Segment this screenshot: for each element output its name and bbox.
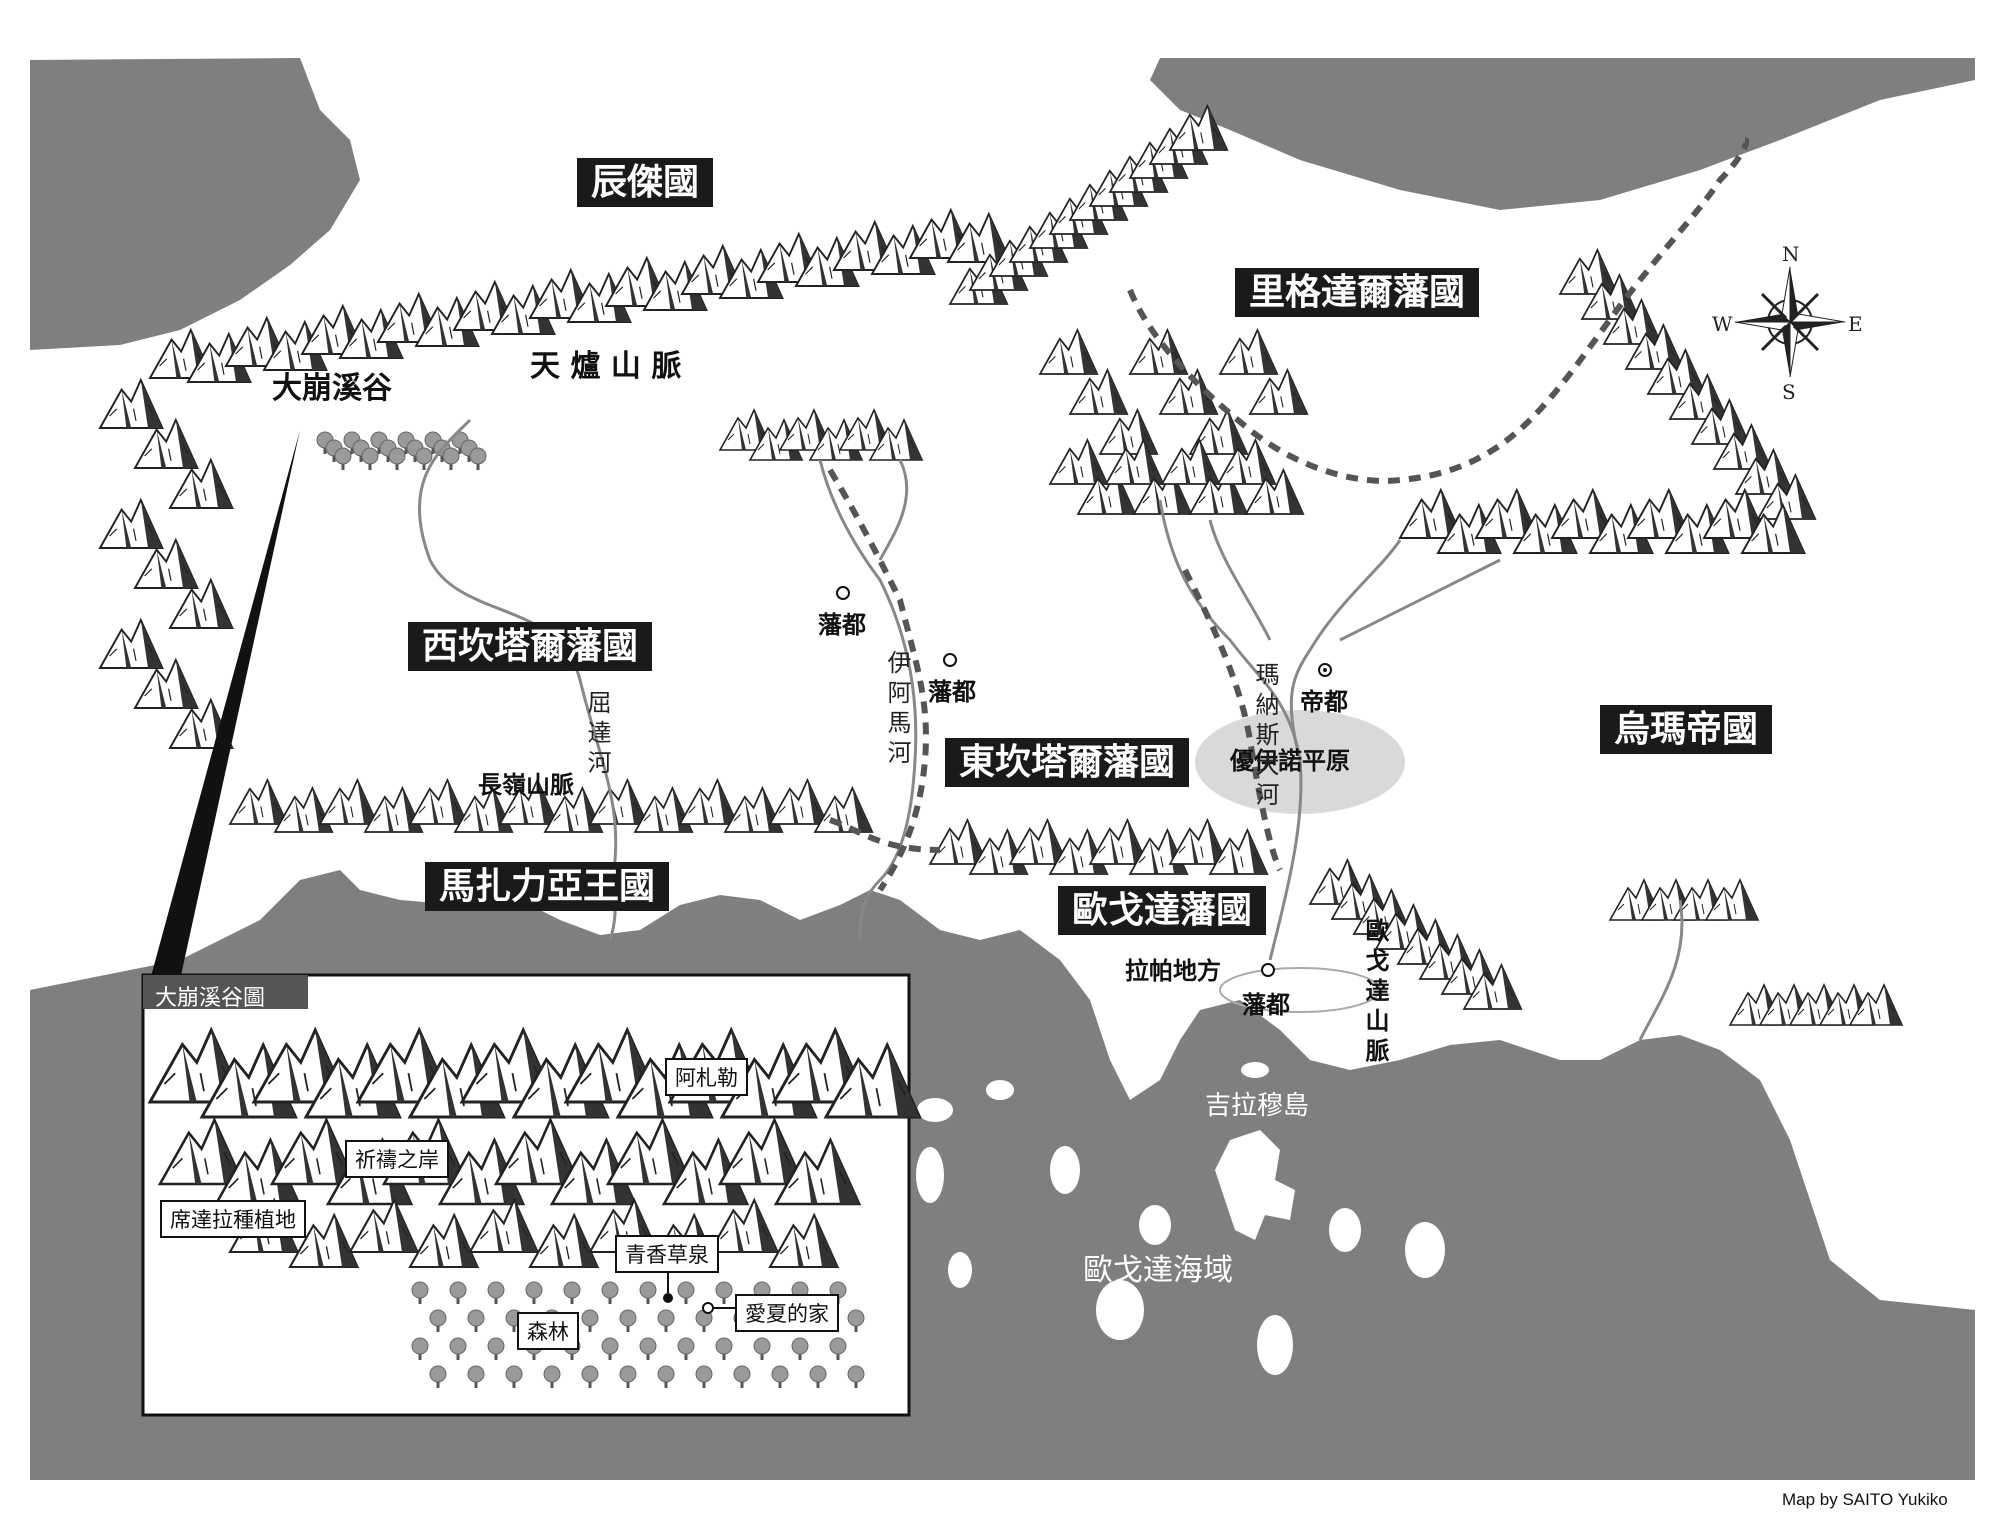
city-fan-capital-south: 藩都 [1242, 991, 1290, 1019]
tree [361, 447, 379, 471]
mountain-peak [1069, 369, 1129, 415]
mountain-peak [724, 787, 784, 833]
city-fan-capital-east: 藩都 [928, 678, 976, 706]
city-marker [943, 653, 957, 667]
compass-n: N [1782, 242, 1800, 266]
mountain-peak [1219, 329, 1279, 375]
mountain-peak [634, 787, 694, 833]
label-lapa-region: 拉帕地方 [1125, 956, 1221, 985]
tree [442, 447, 460, 471]
tree [388, 447, 406, 471]
forest-trees [316, 431, 487, 471]
label-dabeng-valley: 大崩溪谷 [272, 371, 392, 406]
mountain-peak [99, 379, 164, 429]
compass-s: S [1782, 380, 1796, 404]
region-chenjie: 辰傑國 [577, 158, 714, 208]
lapa-area [1219, 967, 1381, 1013]
mountain-peak [814, 787, 874, 833]
compass-rose [1734, 266, 1846, 378]
mountain-peak [274, 787, 334, 833]
compass-w: W [1712, 312, 1733, 336]
inset-label-qingxiang: 青香草泉 [615, 1235, 719, 1273]
mountain-peak [1039, 329, 1099, 375]
qingxiang-marker [663, 1293, 673, 1303]
mountain-ranges [99, 105, 1903, 1026]
mountain-peak [409, 779, 469, 825]
borders [827, 137, 1750, 892]
inset-label-xida: 席達拉種植地 [160, 1200, 306, 1238]
inset-label-aixia: 愛夏的家 [735, 1294, 839, 1332]
region-dongkanta: 東坎塔爾藩國 [945, 738, 1190, 788]
tree [469, 447, 487, 471]
label-jilamu-island: 吉拉穆島 [1205, 1091, 1310, 1121]
label-quda-river: 屈達河 [583, 690, 611, 780]
region-ougeda: 歐戈達藩國 [1058, 886, 1267, 936]
label-ougeda-mountains: 歐戈達山脈 [1361, 918, 1390, 1068]
northeast-sea [1150, 58, 1975, 210]
city-marker [836, 586, 850, 600]
northwest-sea [30, 58, 360, 350]
city-marker [1261, 963, 1275, 977]
label-tianlu-mountains: 天 爐 山 脈 [530, 349, 682, 384]
mountain-peak [229, 779, 289, 825]
inset-title-bar [143, 975, 308, 1009]
mountain-peak [99, 499, 164, 549]
region-wuma: 烏瑪帝國 [1600, 705, 1773, 755]
mountain-peak [99, 619, 164, 669]
label-ougeda-sea: 歐戈達海域 [1083, 1253, 1233, 1288]
region-xikanta: 西坎塔爾藩國 [408, 622, 653, 672]
compass-e: E [1848, 312, 1863, 336]
label-youyinuo-plain: 優伊諾平原 [1230, 746, 1350, 775]
mountain-peak [319, 779, 379, 825]
inset-label-alizhale: 阿札勒 [665, 1058, 748, 1096]
aixia-marker [702, 1302, 714, 1314]
mountain-peak [1049, 439, 1109, 485]
tree [334, 447, 352, 471]
mountain-peak [1249, 369, 1309, 415]
region-mazhali: 馬扎力亞王國 [425, 862, 670, 912]
mountain-peak [589, 779, 649, 825]
region-ligeda: 里格達爾藩國 [1235, 268, 1480, 318]
label-yiama-river: 伊阿馬河 [883, 650, 911, 770]
mountain-peak [364, 787, 424, 833]
mountain-peak [1559, 249, 1619, 295]
capital-marker-dot [1323, 668, 1327, 672]
city-fan-capital-west: 藩都 [818, 611, 866, 639]
inset-label-senlin: 森林 [517, 1312, 579, 1350]
mountain-peak [679, 779, 739, 825]
inset-pointer [150, 430, 300, 980]
label-changling-mountains: 長嶺山脈 [478, 770, 574, 799]
map-credit: Map by SAITO Yukiko [1782, 1490, 1948, 1509]
mountain-peak [769, 779, 829, 825]
inset-title: 大崩溪谷圖 [155, 986, 266, 1011]
mountain-peak [1099, 409, 1159, 455]
inset-label-qidao: 祈禱之岸 [345, 1140, 449, 1178]
city-imperial-capital: 帝都 [1300, 688, 1348, 716]
label-manas-river: 瑪納斯大河 [1251, 662, 1279, 812]
islands [916, 1062, 1445, 1375]
